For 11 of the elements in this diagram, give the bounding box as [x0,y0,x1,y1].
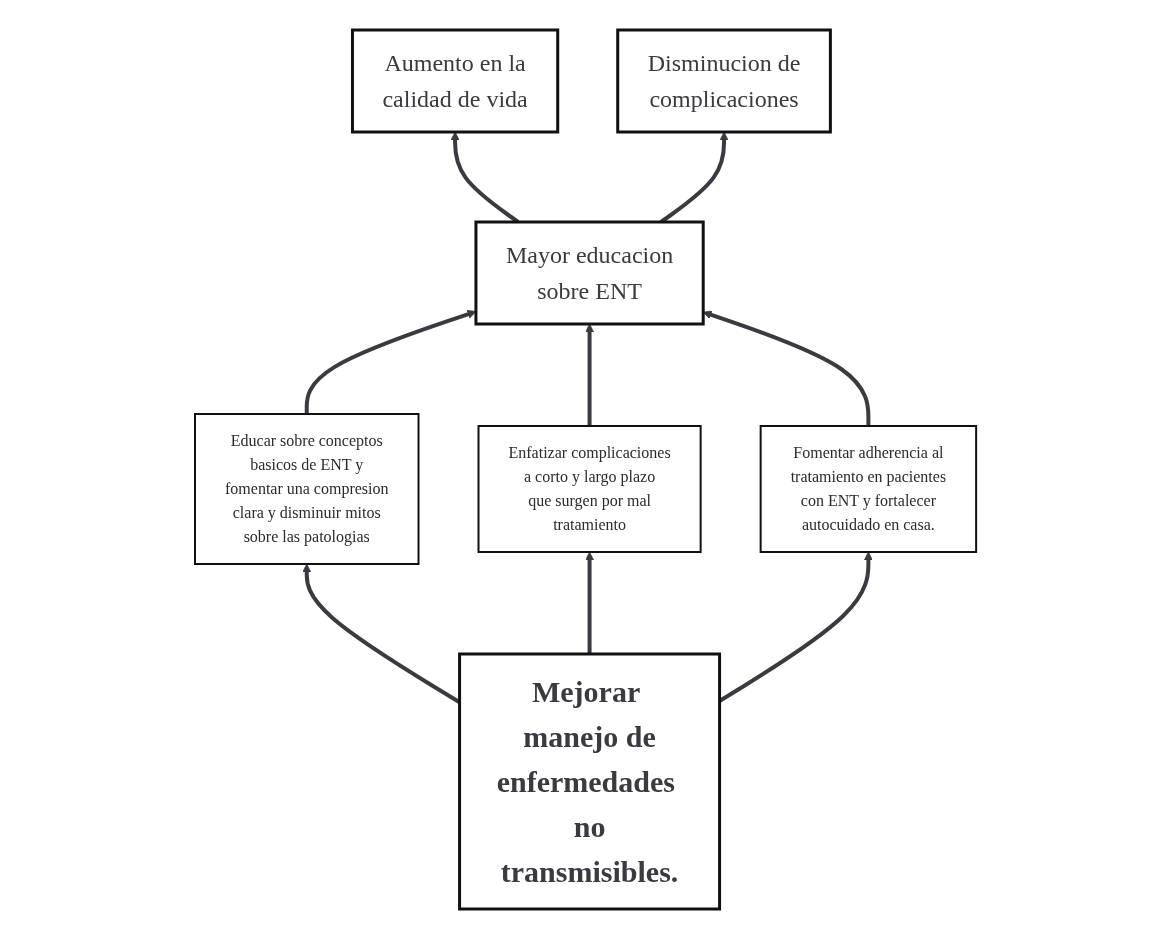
arrow [703,310,871,426]
node-box: Disminucion de complicaciones [616,28,833,133]
node-box: Fomentar adherencia al tratamiento en pacientes con ENT y fortalecer autocuidado en casa. [760,424,978,553]
arrow [305,309,477,414]
node-box: Aumento en la calidad de vida [351,28,560,133]
arrow [585,323,595,426]
node-box: Mayor educacion sobre ENT [474,220,706,325]
node-box: Enfatizar complicaciones a corto y largo plazo que surgen por mal tratamiento [477,424,703,553]
node-box: Educar sobre conceptos basicos de ENT y fomentar una compresion clara y disminuir mitos sobre las patologias [194,412,420,565]
node-box: Mejorar manejo de enfermedades no transmisibles. [458,652,722,910]
arrow [585,551,595,654]
